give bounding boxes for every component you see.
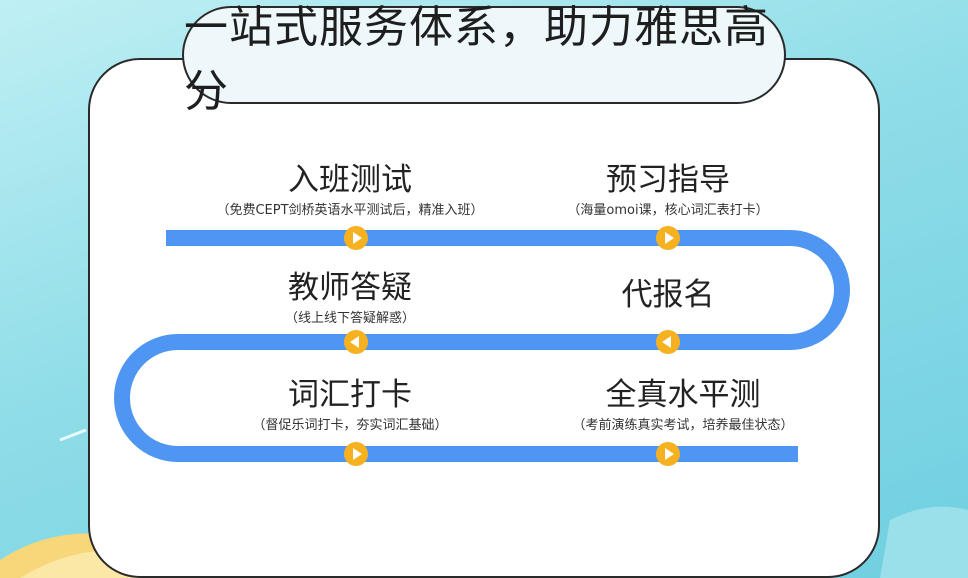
step-placement-test: 入班测试 （免费CEPT剑桥英语水平测试后，精准入班） — [182, 160, 518, 220]
step-title: 入班测试 — [288, 162, 412, 198]
marker-step-3 — [656, 330, 680, 354]
step-title: 代报名 — [621, 277, 715, 313]
timeline-track — [114, 230, 850, 462]
step-mock-exam: 全真水平测 （考前演练真实考试，培养最佳状态） — [548, 375, 818, 435]
step-preview-guidance: 预习指导 （海量omoi课，核心词汇表打卡） — [528, 160, 808, 220]
marker-step-6 — [656, 442, 680, 466]
step-title: 教师答疑 — [288, 270, 412, 306]
title-banner: 一站式服务体系，助力雅思高分 — [182, 2, 786, 117]
step-title: 预习指导 — [606, 162, 730, 198]
play-left-icon — [662, 336, 671, 348]
step-title: 全真水平测 — [605, 377, 761, 413]
step-subtitle: （线上线下答疑解惑） — [284, 311, 415, 326]
step-vocab-checkin: 词汇打卡 （督促乐词打卡，夯实词汇基础） — [220, 375, 480, 435]
play-right-icon — [665, 232, 674, 244]
step-subtitle: （免费CEPT剑桥英语水平测试后，精准入班） — [216, 203, 484, 218]
step-registration: 代报名 — [568, 275, 768, 315]
marker-step-2 — [656, 226, 680, 250]
step-subtitle: （海量omoi课，核心词汇表打卡） — [567, 203, 769, 218]
marker-step-5 — [344, 442, 368, 466]
play-right-icon — [353, 232, 362, 244]
step-title: 词汇打卡 — [288, 377, 412, 413]
play-right-icon — [353, 448, 362, 460]
step-teacher-qa: 教师答疑 （线上线下答疑解惑） — [250, 268, 450, 328]
marker-step-4 — [344, 330, 368, 354]
marker-step-1 — [344, 226, 368, 250]
page-title: 一站式服务体系，助力雅思高分 — [184, 2, 769, 117]
play-right-icon — [665, 448, 674, 460]
service-card — [88, 58, 880, 578]
play-left-icon — [350, 336, 359, 348]
step-subtitle: （考前演练真实考试，培养最佳状态） — [572, 418, 794, 433]
step-subtitle: （督促乐词打卡，夯实词汇基础） — [252, 418, 448, 433]
